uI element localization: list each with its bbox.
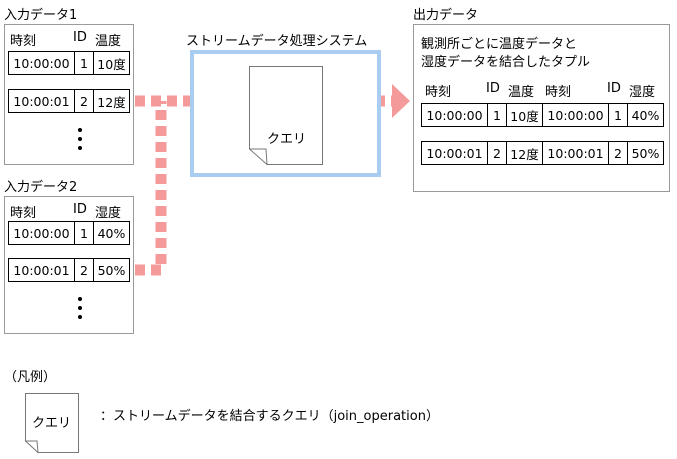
cell-temp: 10度 [93,51,130,75]
input2-header-humidity: 湿度 [95,206,122,221]
output-header-humidity: 湿度 [629,85,656,100]
continuation-dots [78,128,82,155]
input1-header-id: ID [73,30,87,45]
query-label: クエリ [267,132,307,147]
output-header-id2: ID [607,81,621,96]
output-description-line1: 観測所ごとに温度データと [421,37,578,52]
legend-query-label: クエリ [32,416,72,431]
flow-arrow-head [392,84,410,118]
cell-humidity: 50% [93,258,130,282]
cell-time: 10:00:00 [8,221,75,245]
input1-header-temp: 温度 [95,34,122,49]
cell-id: 2 [487,141,507,165]
cell-id: 2 [608,141,628,165]
input1-header-time: 時刻 [10,34,37,49]
legend-description: ：ストリームデータを結合するクエリ（join_operation） [100,409,439,424]
input1-panel: 時刻 ID 温度 10:00:00 1 10度 10:00:01 2 12度 [4,24,134,165]
output-header-time: 時刻 [425,85,452,100]
cell-temp: 12度 [506,141,543,165]
flow-arrow-input2 [135,101,167,276]
output-title: 出力データ [413,8,479,23]
output-panel: 観測所ごとに温度データと 湿度データを結合したタプル 時刻 ID 温度 時刻 I… [413,24,670,192]
input2-header-id: ID [73,202,87,217]
continuation-dots [78,297,82,324]
output-header-temp: 温度 [508,85,535,100]
system-title: ストリームデータ処理システム [186,34,368,49]
cell-time: 10:00:00 [421,103,488,127]
input2-title: 入力データ2 [4,180,78,195]
legend-title: （凡例） [4,370,57,385]
input2-header-time: 時刻 [10,206,37,221]
cell-time: 10:00:01 [8,258,75,282]
cell-humidity: 40% [627,103,664,127]
output-header-time2: 時刻 [545,85,572,100]
cell-id: 2 [74,89,94,113]
cell-time: 10:00:00 [542,103,609,127]
output-description-line2: 湿度データを結合したタプル [421,55,591,70]
cell-humidity: 50% [627,141,664,165]
cell-time: 10:00:00 [8,51,75,75]
cell-time: 10:00:01 [8,89,75,113]
input2-panel: 時刻 ID 湿度 10:00:00 1 40% 10:00:01 2 50% [4,196,134,334]
cell-time: 10:00:01 [542,141,609,165]
output-header-id: ID [486,81,500,96]
cell-humidity: 40% [93,221,130,245]
input1-title: 入力データ1 [4,8,78,23]
cell-temp: 10度 [506,103,543,127]
cell-temp: 12度 [93,89,130,113]
